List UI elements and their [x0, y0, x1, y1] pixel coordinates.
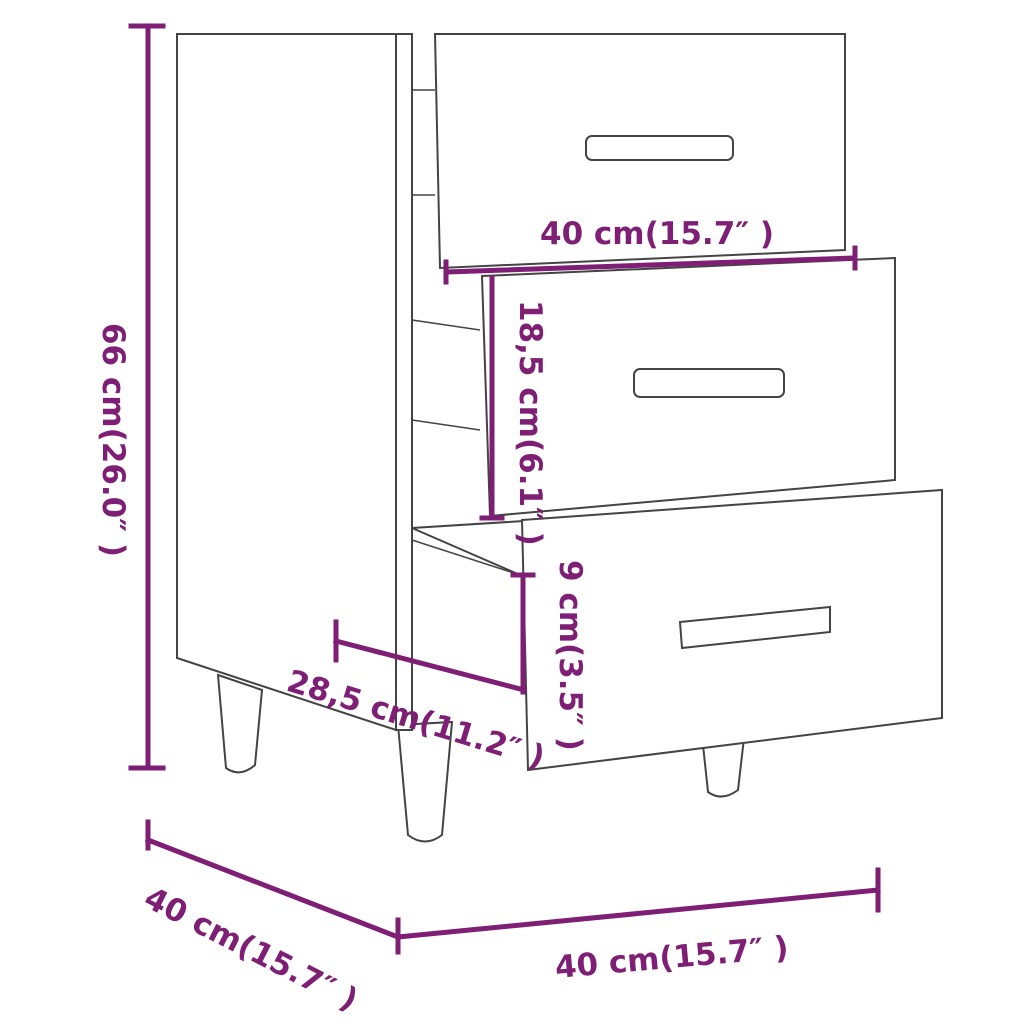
handle-bottom: [678, 605, 831, 650]
handle-top: [585, 135, 734, 161]
total-height-label: 66 cm(26.0″ ): [95, 323, 131, 557]
side-panel: [176, 33, 397, 732]
drawer-inner-height-label: 9 cm(3.5″ ): [552, 560, 588, 751]
back-leg: [216, 673, 264, 774]
drawer-width-label: 40 cm(15.7″ ): [540, 216, 774, 252]
drawer-front-height-dimension-line: [479, 275, 505, 521]
cabinet-width-label: 40 cm(15.7″ ): [554, 930, 790, 986]
front-left-leg: [396, 720, 454, 843]
drawer-depth-dimension-line: [332, 619, 528, 694]
carcass-front: [395, 33, 413, 731]
front-right-leg: [701, 736, 746, 798]
width-dimension-line: [395, 867, 881, 940]
drawer-inner-height-dimension-line: [510, 572, 536, 695]
height-dimension-line: [128, 23, 166, 771]
drawer-width-dimension-line: [443, 245, 858, 285]
drawer-front-height-label: 18,5 cm(6.1″ ): [512, 300, 548, 546]
handle-middle: [633, 368, 785, 398]
cabinet-depth-label: 40 cm(15.7″ ): [138, 880, 363, 1018]
